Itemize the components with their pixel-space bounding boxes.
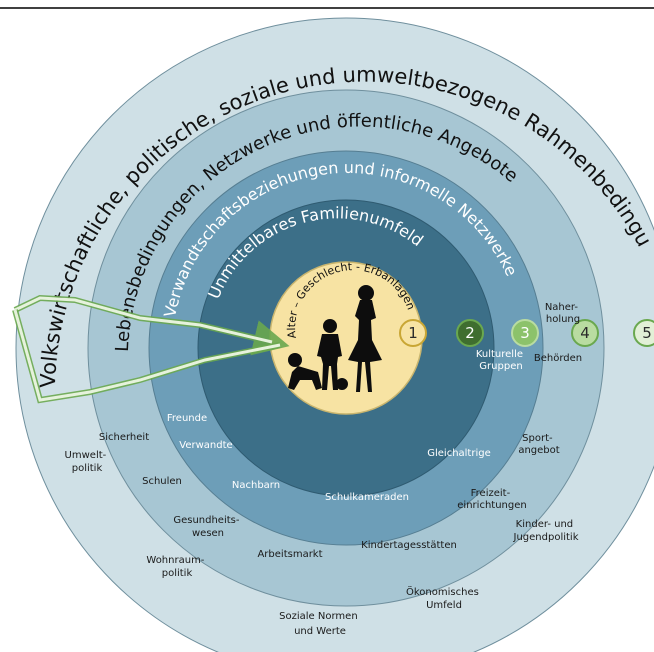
svg-text:5: 5 xyxy=(642,324,652,342)
label-schulen: Schulen xyxy=(142,476,182,487)
svg-text:1: 1 xyxy=(408,324,418,342)
number-marker-4: 4 xyxy=(571,319,599,347)
label-freizeiteinrichtungen: Freizeit- einrichtungen xyxy=(457,488,526,511)
label-sportangebot: Sport- angebot xyxy=(518,433,559,456)
label-freunde: Freunde xyxy=(167,413,207,424)
number-marker-3: 3 xyxy=(511,319,539,347)
label-gleichaltrige: Gleichaltrige xyxy=(427,448,491,459)
label-kinder-jugendpolitik: Kinder- und Jugendpolitik xyxy=(513,519,579,543)
label-soziale-normen: Soziale Normen und Werte xyxy=(279,611,361,637)
label-nachbarn: Nachbarn xyxy=(232,480,280,491)
family-silhouette-icon xyxy=(288,285,382,392)
label-wohnraumpolitik: Wohnraum- politik xyxy=(146,555,207,579)
number-marker-5: 5 xyxy=(633,319,654,347)
svg-text:3: 3 xyxy=(520,324,530,342)
svg-text:2: 2 xyxy=(465,324,475,342)
label-naherholung: Naher- holung xyxy=(545,302,581,325)
label-kulturelle-gruppen: Kulturelle Gruppen xyxy=(476,349,526,372)
label-behoerden: Behörden xyxy=(534,353,582,364)
label-sicherheit: Sicherheit xyxy=(99,432,149,443)
number-marker-1: 1 xyxy=(399,319,427,347)
label-verwandte: Verwandte xyxy=(179,440,232,451)
number-marker-2: 2 xyxy=(456,319,484,347)
label-arbeitsmarkt: Arbeitsmarkt xyxy=(257,549,322,560)
label-umweltpolitik: Umwelt- politik xyxy=(65,450,110,474)
label-kindertagesstaetten: Kindertagesstätten xyxy=(361,540,457,551)
label-oekonomisches-umfeld: Ökonomisches Umfeld xyxy=(406,585,482,611)
label-gesundheitswesen: Gesundheits- wesen xyxy=(173,515,242,539)
arrow-icon xyxy=(12,294,290,404)
label-schulkameraden: Schulkameraden xyxy=(325,492,409,503)
svg-text:4: 4 xyxy=(580,324,590,342)
